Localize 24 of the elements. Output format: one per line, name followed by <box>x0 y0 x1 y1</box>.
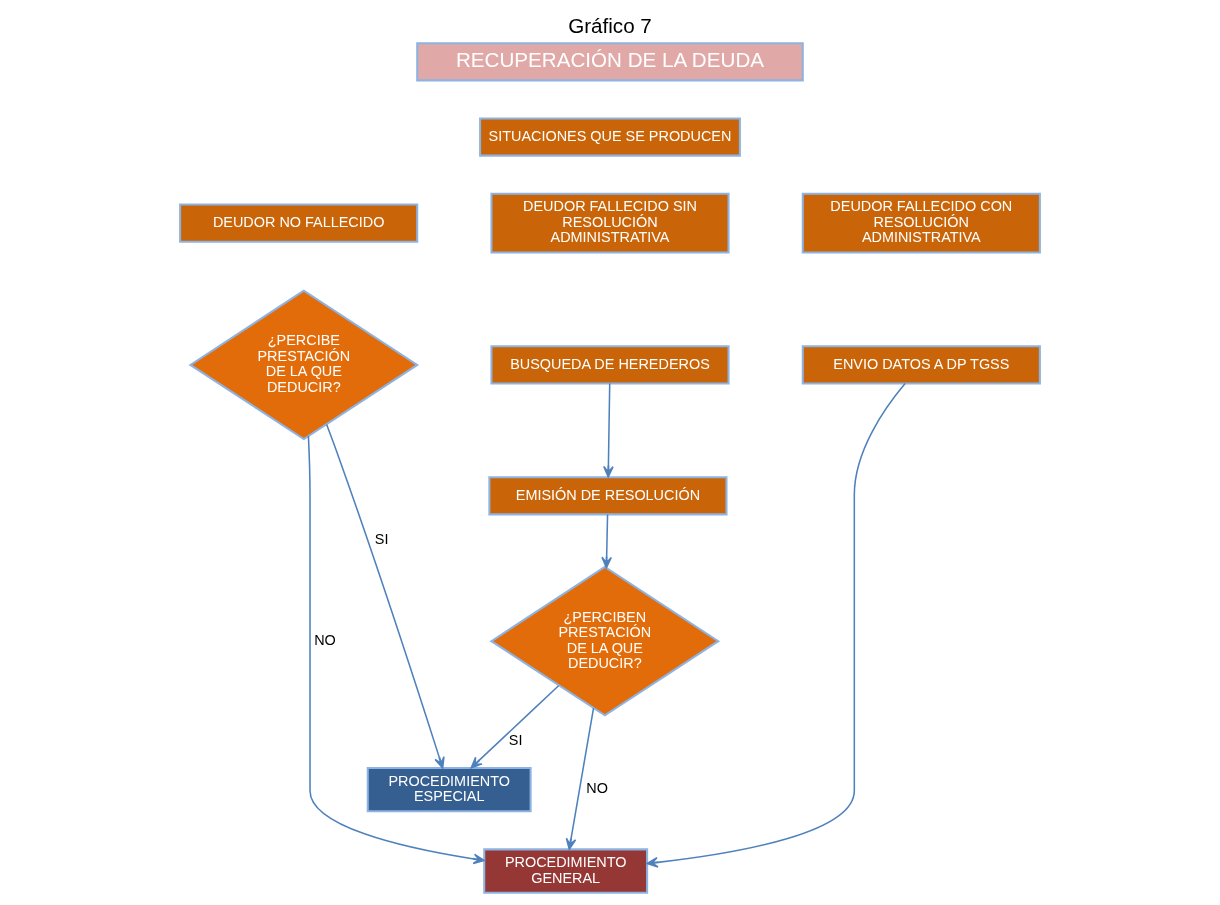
arrow <box>565 707 595 850</box>
arrow <box>470 684 560 769</box>
edge-label: SI <box>508 732 523 749</box>
node-diamond: ¿PERCIBE PRESTACIÓN DE LA QUE DEDUCIR? <box>188 289 420 441</box>
edge-label: NO <box>586 780 608 797</box>
node-box: EMISIÓN DE RESOLUCIÓN <box>488 476 728 516</box>
node-box: DEUDOR NO FALLECIDO <box>179 203 419 243</box>
node-box: SITUACIONES QUE SE PRODUCEN <box>479 117 741 157</box>
node-box: DEUDOR FALLECIDO CON RESOLUCIÓN ADMINISTRATIVA <box>801 192 1041 254</box>
node-box: ENVIO DATOS A DP TGSS <box>801 345 1041 385</box>
arrow <box>307 435 485 865</box>
arrow <box>601 513 613 569</box>
node-box: DEUDOR FALLECIDO SIN RESOLUCIÓN ADMINISTRATIVA <box>490 192 730 254</box>
node-box: RECUPERACIÓN DE LA DEUDA <box>416 42 804 82</box>
node-diamond: ¿PERCIBEN PRESTACIÓN DE LA QUE DEDUCIR? <box>489 565 721 717</box>
node-box: BUSQUEDA DE HEREDEROS <box>490 345 730 385</box>
node-box: PROCEDIMIENTO GENERAL <box>483 848 649 894</box>
arrow <box>646 382 906 868</box>
edge-label: NO <box>314 631 336 648</box>
arrow <box>602 382 614 478</box>
edge-label: SI <box>374 531 389 548</box>
diagram-title: Gráfico 7 <box>568 13 652 37</box>
node-box: PROCEDIMIENTO ESPECIAL <box>366 766 532 813</box>
arrow <box>325 423 445 769</box>
